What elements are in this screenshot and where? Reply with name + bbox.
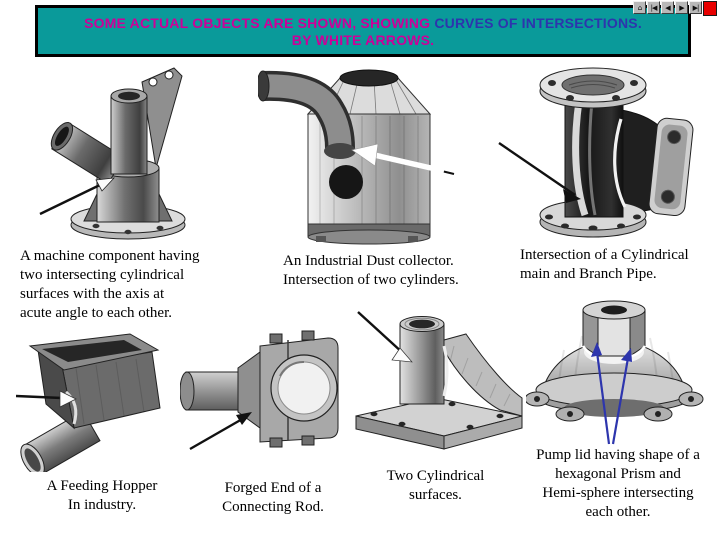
next-slide-icon: ▶: [679, 3, 684, 12]
last-slide-button[interactable]: ▶|: [689, 1, 702, 14]
caption-feeding-hopper: A Feeding Hopper In industry.: [22, 477, 182, 515]
pump-lid-image: [526, 300, 704, 445]
title-text-part1: SOME ACTUAL OBJECTS ARE SHOWN, SHOWING: [84, 15, 435, 31]
caption-pump-lid: Pump lid having shape of a hexagonal Pri…: [518, 446, 718, 522]
white-intersection-arrow: [351, 143, 455, 175]
caption-line: A machine component having: [20, 248, 200, 264]
caption-line: A Feeding Hopper: [46, 478, 158, 494]
caption-line: Intersection of a Cylindrical: [520, 247, 689, 263]
title-banner: SOME ACTUAL OBJECTS ARE SHOWN, SHOWING C…: [35, 5, 691, 57]
previous-slide-icon: ◀: [665, 3, 670, 12]
caption-line: Connecting Rod.: [222, 499, 324, 515]
title-line-1: SOME ACTUAL OBJECTS ARE SHOWN, SHOWING C…: [38, 15, 688, 32]
dust-collector-image: [258, 69, 455, 245]
caption-machine-component: A machine component having two intersect…: [20, 247, 240, 323]
last-slide-icon: ▶|: [692, 3, 700, 12]
title-line-2: BY WHITE ARROWS.: [291, 32, 435, 48]
home-button[interactable]: ⌂: [633, 1, 646, 14]
caption-two-cylindrical-surfaces: Two Cylindrical surfaces.: [368, 467, 503, 505]
caption-line: An Industrial Dust collector.: [283, 253, 454, 269]
intersection-arrow: [39, 177, 116, 216]
home-icon: ⌂: [637, 3, 643, 12]
intersection-arrow: [16, 390, 77, 408]
feeding-hopper-image: [16, 333, 161, 472]
two-cylindrical-surfaces-image: [355, 311, 523, 450]
caption-line: two intersecting cylindrical: [20, 267, 185, 283]
caption-line: Forged End of a: [224, 480, 322, 496]
connecting-rod-image: [180, 330, 339, 451]
first-slide-button[interactable]: |◀: [647, 1, 660, 14]
machine-component-image: [39, 67, 186, 240]
caption-pipe-tee: Intersection of a Cylindrical main and B…: [520, 246, 720, 284]
title-text-part2: CURVES OF INTERSECTIONS.: [434, 15, 642, 31]
caption-line: Two Cylindrical: [386, 468, 485, 484]
caption-line: hexagonal Prism and: [555, 466, 681, 482]
caption-line: acute angle to each other.: [20, 305, 173, 321]
caption-dust-collector: An Industrial Dust collector. Intersecti…: [283, 252, 493, 290]
first-slide-icon: |◀: [650, 3, 658, 12]
next-slide-button[interactable]: ▶: [675, 1, 688, 14]
caption-line: Pump lid having shape of a: [536, 447, 700, 463]
intersection-arrow: [357, 311, 413, 363]
caption-line: Intersection of two cylinders.: [283, 272, 459, 288]
previous-slide-button[interactable]: ◀: [661, 1, 674, 14]
caption-line: Hemi-sphere intersecting: [542, 485, 694, 501]
caption-connecting-rod: Forged End of a Connecting Rod.: [198, 479, 348, 517]
caption-line: In industry.: [67, 497, 137, 513]
caption-line: main and Branch Pipe.: [520, 266, 657, 282]
intersection-arrow: [498, 142, 581, 203]
intersection-arrow: [189, 412, 252, 451]
pipe-tee-image: [498, 67, 694, 238]
caption-line: surfaces with the axis at: [20, 286, 165, 302]
caption-line: each other.: [585, 504, 651, 520]
blue-intersection-arrows: [591, 342, 632, 445]
end-show-marker[interactable]: [703, 1, 717, 16]
caption-line: surfaces.: [409, 487, 462, 503]
slideshow-nav-toolbar: ⌂ |◀ ◀ ▶ ▶|: [633, 1, 717, 16]
